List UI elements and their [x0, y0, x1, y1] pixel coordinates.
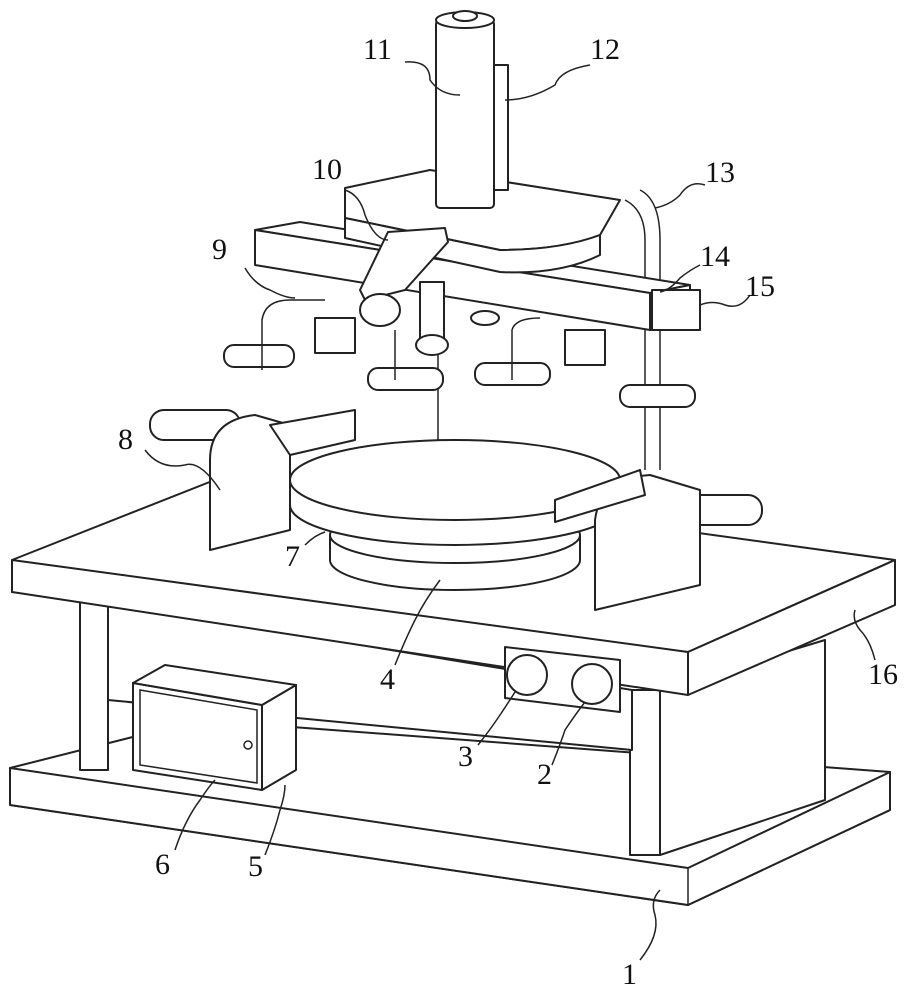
callout-6: 6: [155, 850, 170, 880]
callout-3: 3: [458, 742, 473, 772]
callout-1: 1: [622, 960, 637, 990]
callout-9: 9: [212, 235, 227, 265]
callout-8: 8: [118, 425, 133, 455]
callout-13: 13: [705, 158, 735, 188]
callout-2: 2: [537, 760, 552, 790]
lift-cylinder: [436, 11, 508, 208]
callout-7: 7: [285, 542, 300, 572]
callout-10: 10: [312, 155, 342, 185]
callout-15: 15: [745, 272, 775, 302]
callout-12: 12: [590, 35, 620, 65]
electric-cabinet: [133, 665, 296, 790]
callout-5: 5: [248, 852, 263, 882]
callout-11: 11: [363, 35, 392, 65]
callout-16: 16: [868, 660, 898, 690]
callout-4: 4: [380, 665, 395, 695]
callout-14: 14: [700, 242, 730, 272]
